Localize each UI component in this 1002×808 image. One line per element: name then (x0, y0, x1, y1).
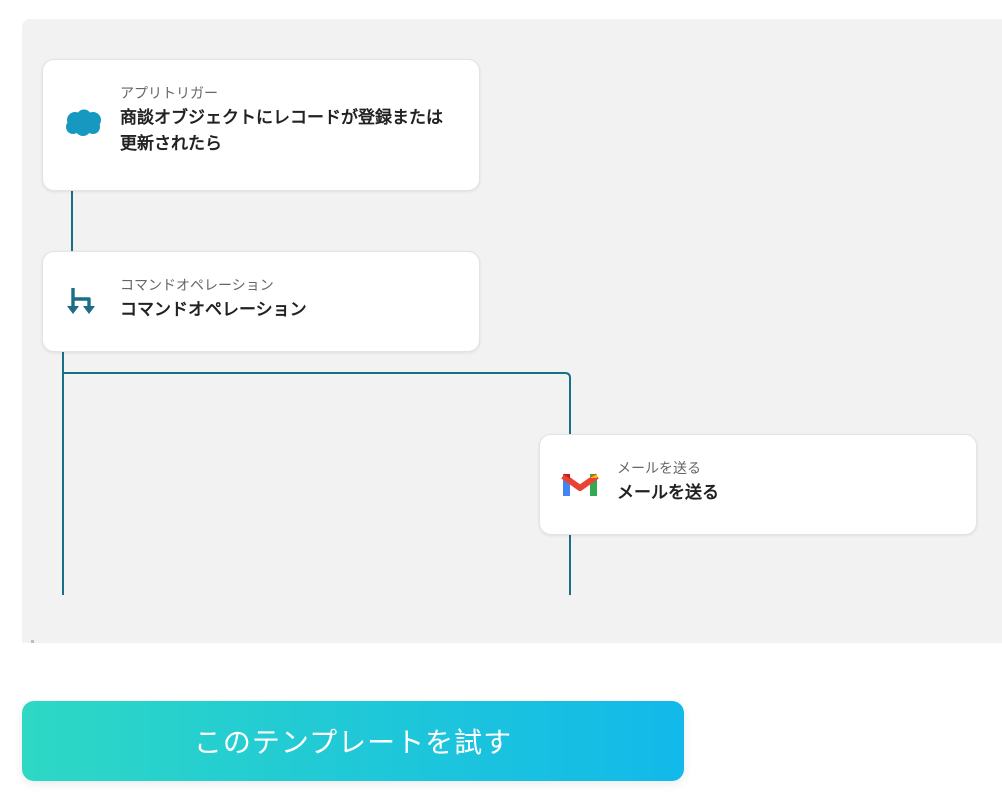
mail-title: メールを送る (617, 483, 719, 503)
trigger-type-label: アプリトリガー (120, 86, 218, 102)
try-template-label: このテンプレートを試す (193, 726, 513, 759)
try-template-button[interactable]: このテンプレートを試す (22, 701, 684, 781)
branch-arrows-icon (63, 282, 103, 322)
resize-handle (31, 640, 34, 643)
operation-card[interactable]: コマンドオペレーション コマンドオペレーション (42, 251, 480, 352)
trigger-title: 商談オブジェクトにレコードが登録または更新されたら (120, 108, 443, 154)
mail-type-label: メールを送る (617, 461, 701, 477)
mail-card[interactable]: メールを送る メールを送る (539, 434, 977, 535)
gmail-icon (560, 464, 600, 504)
operation-type-label: コマンドオペレーション (120, 278, 274, 294)
salesforce-cloud-icon (63, 103, 103, 143)
trigger-card[interactable]: アプリトリガー 商談オブジェクトにレコードが登録または更新されたら (42, 59, 480, 191)
operation-title: コマンドオペレーション (120, 300, 307, 320)
